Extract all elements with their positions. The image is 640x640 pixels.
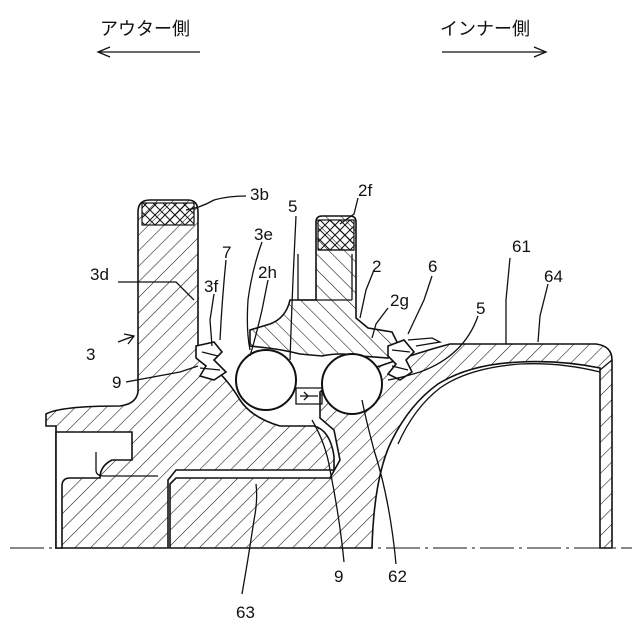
label-2h: 2h [258, 263, 277, 282]
label-9-bottom: 9 [334, 567, 343, 586]
seal-slinger [408, 338, 440, 346]
label-6: 6 [428, 257, 437, 276]
label-3d: 3d [90, 265, 109, 284]
label-3b: 3b [250, 185, 269, 204]
label-3: 3 [86, 345, 95, 364]
inner-side-label: インナー側 [440, 19, 530, 40]
label-3e: 3e [254, 225, 273, 244]
label-5-right: 5 [476, 299, 485, 318]
label-2g: 2g [390, 291, 409, 310]
label-9-left: 9 [112, 373, 121, 392]
label-62: 62 [388, 567, 407, 586]
label-63: 63 [236, 603, 255, 622]
label-7: 7 [222, 243, 231, 262]
inner-side-arrow [442, 47, 546, 57]
label-61: 61 [512, 237, 531, 256]
inner-ring-cap [318, 220, 354, 250]
label-2f: 2f [358, 181, 372, 200]
label-2: 2 [372, 257, 381, 276]
label-5-top: 5 [288, 197, 297, 216]
outer-seal [196, 342, 226, 380]
outer-side-label: アウター側 [100, 19, 190, 40]
ball-cage [296, 388, 322, 404]
ball-inner [322, 354, 382, 414]
outer-side-arrow [98, 47, 200, 57]
ball-outer [236, 350, 296, 410]
label-64: 64 [544, 267, 563, 286]
flange-cap [142, 203, 194, 225]
label-3f: 3f [204, 277, 218, 296]
